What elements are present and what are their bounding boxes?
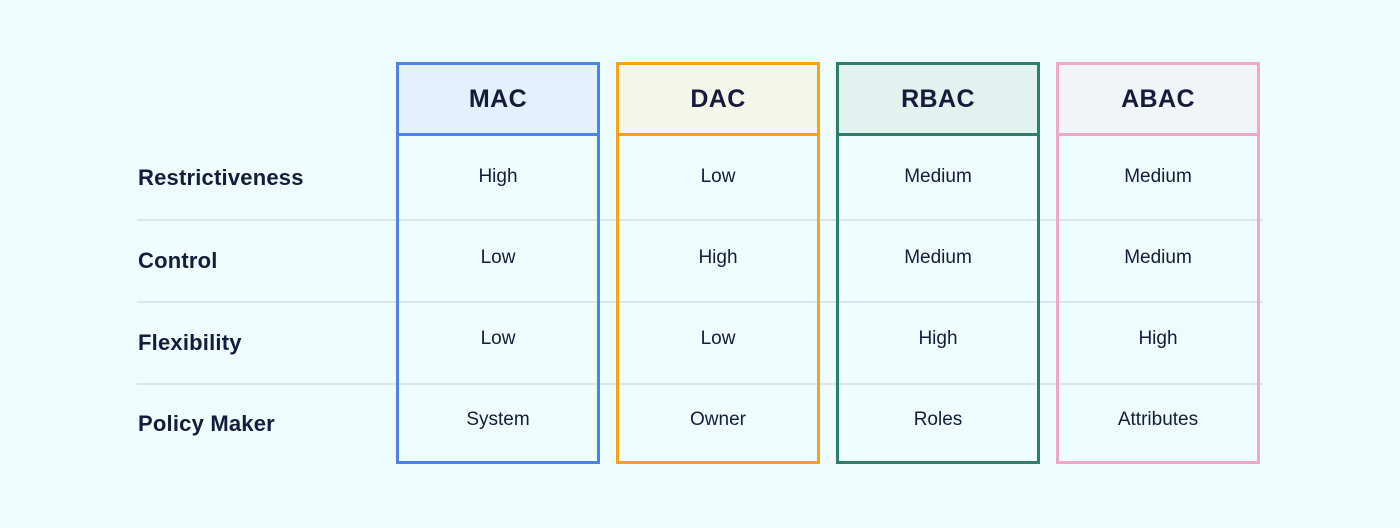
column-abac: ABAC Medium Medium High Attributes bbox=[1056, 62, 1260, 464]
column-title: ABAC bbox=[1121, 84, 1195, 113]
cell-mac-control: Low bbox=[480, 246, 516, 268]
column-header-dac: DAC bbox=[619, 65, 817, 136]
cell-dac-control: High bbox=[698, 246, 738, 268]
row-label-restrictiveness: Restrictiveness bbox=[138, 165, 304, 190]
cell-dac-flexibility: Low bbox=[700, 328, 736, 350]
cell-rbac-restrictiveness: Medium bbox=[904, 165, 972, 187]
row-separator bbox=[137, 383, 1263, 385]
cell-abac-flexibility: High bbox=[1138, 328, 1178, 350]
cell-rbac-control: Medium bbox=[904, 246, 972, 268]
row-label-control: Control bbox=[138, 248, 218, 273]
column-dac: DAC Low High Low Owner bbox=[616, 62, 820, 464]
cell-rbac-flexibility: High bbox=[918, 328, 958, 350]
cell-dac-restrictiveness: Low bbox=[700, 165, 736, 187]
column-header-mac: MAC bbox=[399, 65, 597, 136]
column-title: RBAC bbox=[901, 84, 975, 113]
column-rbac: RBAC Medium Medium High Roles bbox=[836, 62, 1040, 464]
row-separator bbox=[137, 219, 1263, 221]
row-label-flexibility: Flexibility bbox=[138, 330, 242, 355]
cell-mac-flexibility: Low bbox=[480, 328, 516, 350]
cell-dac-policy-maker: Owner bbox=[690, 409, 746, 431]
cell-rbac-policy-maker: Roles bbox=[913, 409, 963, 431]
cell-abac-control: Medium bbox=[1124, 246, 1192, 268]
column-header-rbac: RBAC bbox=[839, 65, 1037, 136]
cell-abac-restrictiveness: Medium bbox=[1124, 165, 1192, 187]
column-title: MAC bbox=[468, 84, 528, 113]
cell-mac-policy-maker: System bbox=[466, 409, 530, 431]
column-header-abac: ABAC bbox=[1059, 65, 1257, 136]
cell-mac-restrictiveness: High bbox=[478, 165, 518, 187]
column-mac: MAC High Low Low System bbox=[396, 62, 600, 464]
row-label-policy-maker: Policy Maker bbox=[138, 410, 275, 436]
column-title: DAC bbox=[690, 84, 746, 113]
cell-abac-policy-maker: Attributes bbox=[1117, 409, 1199, 431]
row-separator bbox=[137, 301, 1263, 303]
